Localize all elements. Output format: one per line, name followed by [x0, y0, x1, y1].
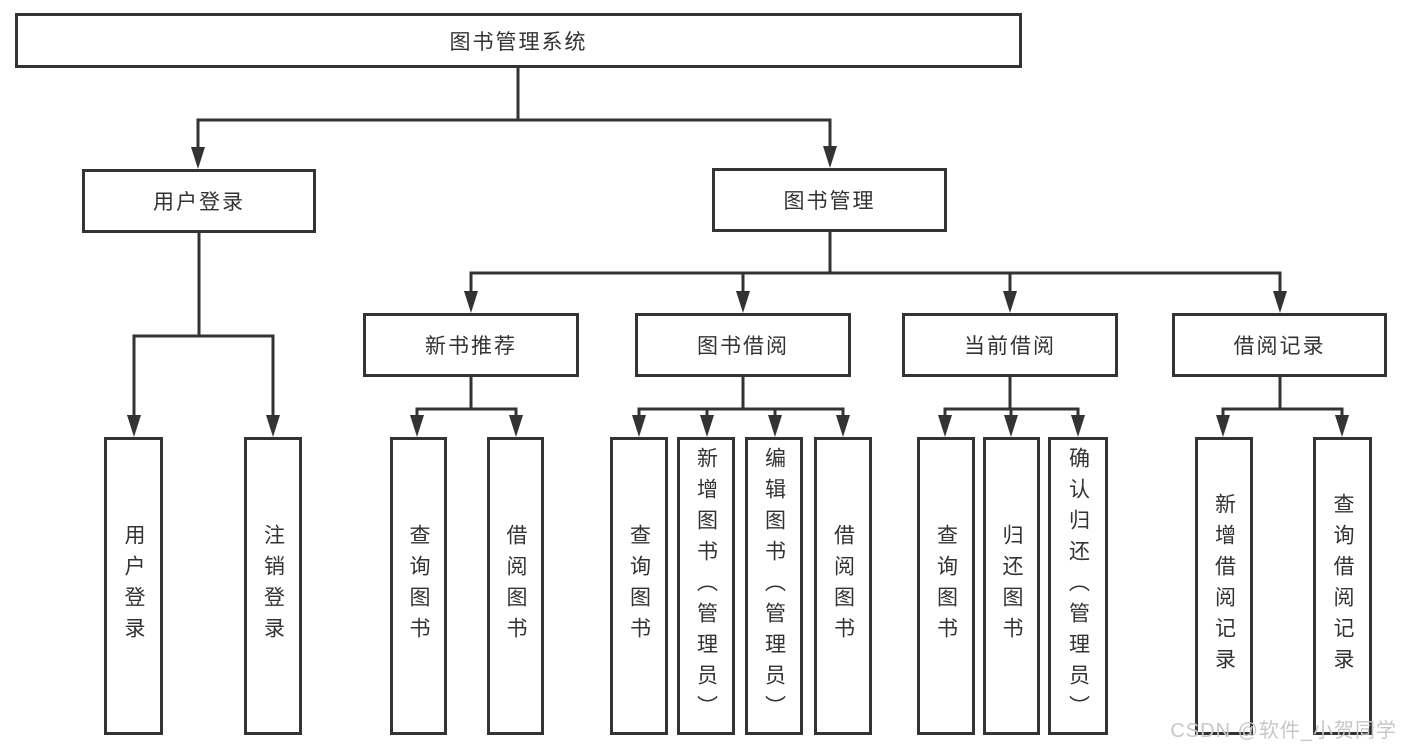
leaf-borrow-edit-books-admin-label: 编辑图书（管理员） — [762, 446, 786, 726]
leaf-records-add-borrow-record-label: 新增借阅记录 — [1212, 493, 1236, 679]
leaf-borrow-edit-books-admin: 编辑图书（管理员） — [745, 437, 803, 735]
leaf-borrow-add-books-admin: 新增图书（管理员） — [677, 437, 735, 735]
leaf-records-query-borrow-record-label: 查询借阅记录 — [1331, 493, 1354, 679]
node-borrow-records: 借阅记录 — [1172, 313, 1387, 377]
leaf-borrow-borrow-books: 借阅图书 — [814, 437, 872, 735]
leaf-records-query-borrow-record: 查询借阅记录 — [1313, 437, 1372, 735]
leaf-user-login-label: 用户登录 — [122, 524, 145, 648]
node-user-login: 用户登录 — [82, 169, 316, 233]
leaf-current-return-books-label: 归还图书 — [1000, 524, 1023, 648]
leaf-current-confirm-return-admin: 确认归还（管理员） — [1048, 437, 1108, 735]
leaf-borrow-query-books: 查询图书 — [610, 437, 668, 735]
leaf-current-return-books: 归还图书 — [983, 437, 1040, 735]
leaf-current-query-books-label: 查询图书 — [934, 524, 958, 648]
leaf-current-confirm-return-admin-label: 确认归还（管理员） — [1066, 446, 1090, 726]
leaf-logout-label: 注销登录 — [261, 524, 285, 648]
leaf-records-add-borrow-record: 新增借阅记录 — [1195, 437, 1253, 735]
leaf-logout: 注销登录 — [244, 437, 302, 735]
leaf-newbook-borrow-books: 借阅图书 — [487, 437, 544, 735]
leaf-user-login: 用户登录 — [104, 437, 163, 735]
node-book-borrow: 图书借阅 — [635, 313, 851, 377]
node-root: 图书管理系统 — [15, 13, 1022, 68]
leaf-newbook-query-books-label: 查询图书 — [407, 524, 430, 648]
node-current-borrow: 当前借阅 — [902, 313, 1118, 377]
leaf-newbook-borrow-books-label: 借阅图书 — [504, 524, 527, 648]
node-new-book-recommend: 新书推荐 — [363, 313, 579, 377]
leaf-borrow-add-books-admin-label: 新增图书（管理员） — [694, 446, 718, 726]
node-book-management: 图书管理 — [712, 168, 947, 232]
leaf-borrow-query-books-label: 查询图书 — [627, 524, 651, 648]
leaf-current-query-books: 查询图书 — [917, 437, 975, 735]
leaf-newbook-query-books: 查询图书 — [390, 437, 447, 735]
leaf-borrow-borrow-books-label: 借阅图书 — [831, 524, 855, 648]
